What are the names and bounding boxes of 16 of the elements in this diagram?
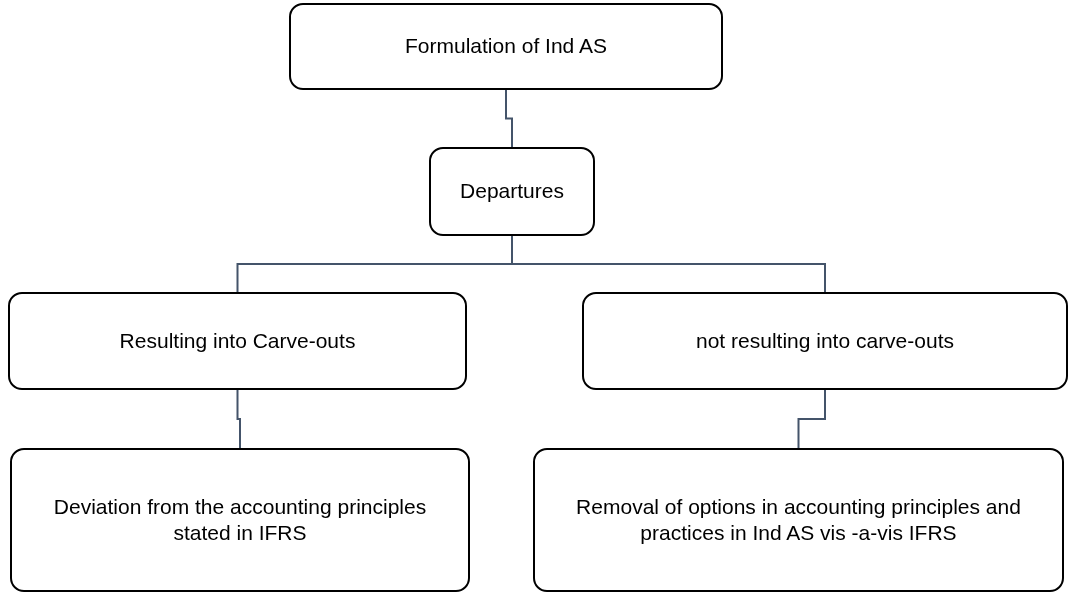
- box-label: Resulting into Carve-outs: [119, 327, 356, 354]
- box-label: Deviation from the accounting principles stated in IFRS: [52, 493, 428, 546]
- connector-line: [797, 389, 826, 449]
- connector-line: [511, 235, 826, 293]
- process-box: [289, 3, 723, 90]
- box-label: Departures: [460, 178, 564, 205]
- connector-line: [236, 389, 241, 449]
- process-box: [10, 448, 470, 592]
- process-box: [533, 448, 1064, 592]
- box-label: Removal of options in accounting principles and practices in Ind AS vis -a-vis IFRS: [575, 493, 1022, 546]
- process-box: [429, 147, 595, 236]
- box-label: not resulting into carve-outs: [696, 327, 954, 354]
- process-box: [8, 292, 467, 390]
- box-label: Formulation of Ind AS: [405, 33, 607, 60]
- process-box: [582, 292, 1068, 390]
- connector-line: [505, 89, 513, 148]
